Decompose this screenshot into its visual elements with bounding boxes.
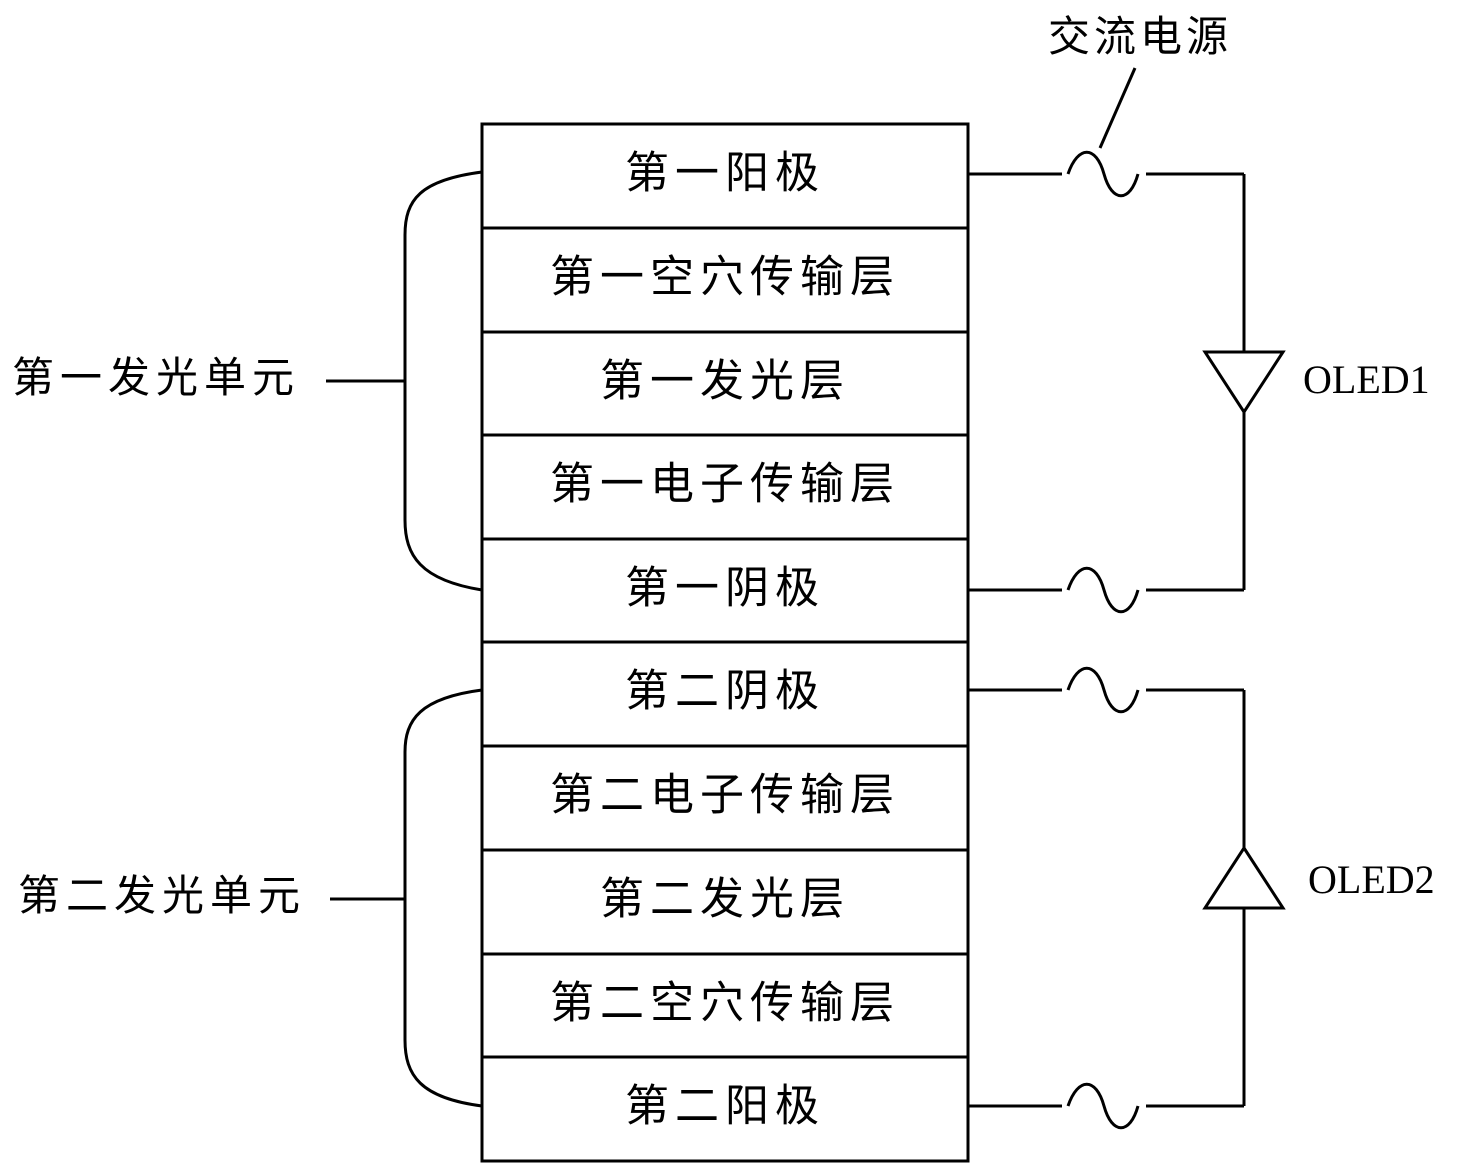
- ac-power-label: 交流电源: [1048, 12, 1232, 61]
- layer-electron-transport-2: 第二电子传输层: [480, 744, 970, 852]
- layer-anode-1: 第一阳极: [480, 122, 970, 230]
- diode-label-oled1: OLED1: [1303, 357, 1430, 402]
- layer-electron-transport-1: 第一电子传输层: [480, 433, 970, 541]
- layer-label: 第一阳极: [625, 148, 825, 199]
- circuit-oled2: OLED2: [968, 667, 1435, 1129]
- layer-label: 第二阳极: [625, 1081, 825, 1132]
- unit-label-2: 第二发光单元: [18, 871, 306, 920]
- layer-label: 第一发光层: [600, 356, 850, 407]
- layer-cathode-2: 第二阴极: [480, 640, 970, 748]
- ac-power-callout: 交流电源: [1048, 12, 1232, 149]
- ac-sine-icon: [1066, 151, 1140, 197]
- layer-hole-transport-1: 第一空穴传输层: [480, 226, 970, 334]
- layer-label: 第一阴极: [625, 563, 825, 614]
- layer-label: 第二阴极: [625, 666, 825, 717]
- layer-emissive-2: 第二发光层: [480, 848, 970, 956]
- circuit-oled1: OLED1: [968, 151, 1430, 613]
- layer-cathode-1: 第一阴极: [480, 537, 970, 644]
- unit-brace-2: 第二发光单元: [18, 688, 483, 1108]
- layer-label: 第一电子传输层: [550, 459, 900, 510]
- layer-label: 第二空穴传输层: [550, 978, 900, 1029]
- ac-sine-icon: [1066, 1083, 1140, 1129]
- diode-triangle-icon: [1202, 845, 1286, 910]
- layer-label: 第二发光层: [600, 874, 850, 925]
- layer-hole-transport-2: 第二空穴传输层: [480, 952, 970, 1059]
- layer-label: 第二电子传输层: [550, 770, 900, 821]
- layer-anode-2: 第二阳极: [480, 1055, 970, 1163]
- ac-sine-icon: [1066, 667, 1140, 713]
- diode-triangle-icon: [1202, 350, 1286, 415]
- diode-label-oled2: OLED2: [1308, 857, 1435, 902]
- unit-label-1: 第一发光单元: [12, 353, 300, 402]
- unit-brace-1: 第一发光单元: [12, 170, 483, 592]
- layer-emissive-1: 第一发光层: [480, 330, 970, 437]
- layer-stack: 第一阳极 第一空穴传输层 第一发光层 第一电子传输层 第一阴极 第二阴极 第二电…: [480, 122, 970, 1163]
- layer-label: 第一空穴传输层: [550, 252, 900, 303]
- ac-sine-icon: [1066, 567, 1140, 613]
